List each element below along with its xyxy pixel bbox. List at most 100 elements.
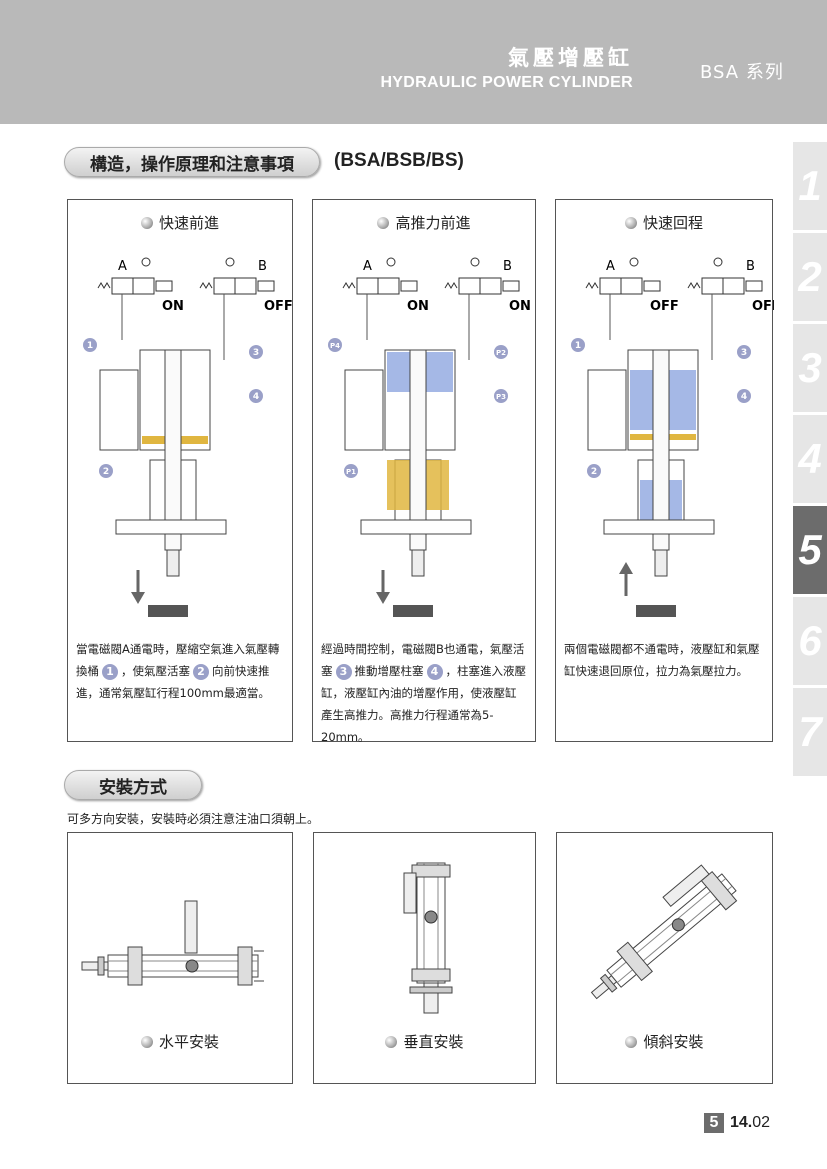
bullet-icon: [140, 1036, 153, 1048]
marker-circle: [587, 464, 601, 478]
solenoid-coil-icon: [400, 280, 418, 292]
bullet-icon: [385, 1036, 398, 1048]
spring-icon: [687, 282, 701, 289]
header-series: BSA 系列: [700, 62, 784, 83]
marker-circle: [494, 389, 508, 403]
valve-state-label: ON: [509, 299, 531, 314]
valve-a-label: A: [118, 259, 127, 274]
section-title-mounting: 安裝方式: [64, 770, 202, 800]
mount-panel-inclined: 傾斜安裝: [556, 832, 773, 1084]
header-title-cn: 氣壓增壓缸: [508, 46, 633, 70]
pressure-gauge-icon: [141, 257, 151, 267]
solenoid-coil-icon: [155, 280, 173, 292]
marker-2-inline: 2: [193, 664, 209, 680]
tab-1[interactable]: 1: [793, 142, 827, 230]
air-oil-tank: [99, 369, 139, 451]
mount-label: 水平安裝: [68, 1031, 292, 1052]
pressure-gauge-icon: [629, 257, 639, 267]
pressure-gauge-icon: [470, 257, 480, 267]
bullet-icon: [140, 217, 153, 229]
solenoid-coil-icon: [745, 280, 763, 292]
mount-label: 傾斜安裝: [557, 1031, 772, 1052]
tab-7[interactable]: 7: [793, 688, 827, 776]
mount-label: 垂直安裝: [314, 1031, 535, 1052]
pressure-gauge-icon: [713, 257, 723, 267]
workpiece-block: [636, 605, 676, 617]
marker-circle: [344, 464, 358, 478]
mounting-plate: [115, 519, 227, 535]
spring-icon: [342, 282, 356, 289]
valve-state-label: ON: [407, 299, 429, 314]
chapter-tabs: 1 2 3 4 5 6 7: [793, 142, 827, 779]
marker-label: P4: [330, 342, 340, 350]
tab-2[interactable]: 2: [793, 233, 827, 321]
chapter-number: 5: [704, 1113, 724, 1133]
valve-b-label: B: [503, 259, 512, 274]
horizontal-cylinder-drawing: [81, 900, 264, 986]
mounting-note: 可多方向安裝，安裝時必須注意注油口須朝上。: [67, 812, 320, 826]
inclined-cylinder-drawing: [590, 864, 738, 1000]
section-title-structure: 構造，操作原理和注意事項: [64, 147, 320, 177]
arrow-down-icon: [376, 592, 390, 604]
marker-circle: [249, 345, 263, 359]
marker-label: 3: [741, 348, 747, 358]
valve-state-label: OFF: [650, 299, 679, 314]
valve-b-label: B: [746, 259, 755, 274]
valve-b-label: B: [258, 259, 267, 274]
valve-state-label: ON: [162, 299, 184, 314]
panel-fast-return: 快速回程 ABOFFOFF1234 兩個電磁閥都不通電時，液壓缸和氣壓缸快速退回…: [555, 199, 774, 742]
marker-label: 2: [103, 467, 109, 477]
page-header: 氣壓增壓缸 HYDRAULIC POWER CYLINDER BSA 系列: [0, 0, 827, 124]
solenoid-coil-icon: [643, 280, 661, 292]
air-oil-tank: [587, 369, 627, 451]
panel-title: 高推力前進: [313, 212, 535, 233]
marker-label: 4: [741, 392, 747, 402]
mounting-plate: [360, 519, 472, 535]
spring-icon: [199, 282, 213, 289]
marker-label: 3: [253, 348, 259, 358]
header-title-en: HYDRAULIC POWER CYLINDER: [380, 74, 633, 91]
valve-a-label: A: [606, 259, 615, 274]
pressure-gauge-icon: [386, 257, 396, 267]
vertical-cylinder-drawing: [403, 862, 453, 1014]
tab-4[interactable]: 4: [793, 415, 827, 503]
spring-icon: [585, 282, 599, 289]
marker-circle: [737, 345, 751, 359]
panel-description: 兩個電磁閥都不通電時，液壓缸和氣壓缸快速退回原位，拉力為氣壓拉力。: [564, 642, 760, 678]
mount-panel-horizontal: 水平安裝: [67, 832, 293, 1084]
rod-end: [654, 549, 668, 577]
marker-circle: [328, 338, 342, 352]
marker-label: 1: [87, 341, 93, 351]
bullet-icon: [625, 1036, 638, 1048]
marker-circle: [494, 345, 508, 359]
page-number-sub: 02: [752, 1114, 771, 1131]
section-subtitle-models: (BSA/BSB/BS): [334, 150, 464, 171]
valve-state-label: OFF: [264, 299, 293, 314]
bullet-icon: [624, 217, 637, 229]
cylinder-diagram: A B OFF OFF 1 2 3 4: [571, 257, 774, 617]
rod-end: [166, 549, 180, 577]
air-oil-tank: [344, 369, 384, 451]
arrow-down-icon: [131, 592, 145, 604]
tab-6[interactable]: 6: [793, 597, 827, 685]
tab-3[interactable]: 3: [793, 324, 827, 412]
solenoid-coil-icon: [257, 280, 275, 292]
marker-label: 4: [253, 392, 259, 402]
spring-icon: [97, 282, 111, 289]
marker-3-inline: 3: [335, 664, 352, 680]
marker-label: 2: [591, 467, 597, 477]
rod-end: [411, 549, 425, 577]
spring-icon: [444, 282, 458, 289]
valve-state-label: OFF: [752, 299, 774, 314]
marker-1-inline: 1: [102, 664, 118, 680]
tab-5[interactable]: 5: [793, 506, 827, 594]
arrow-up-icon: [619, 562, 633, 574]
marker-circle: [571, 338, 585, 352]
marker-label: 1: [575, 341, 581, 351]
marker-circle: [737, 389, 751, 403]
workpiece-block: [148, 605, 188, 617]
